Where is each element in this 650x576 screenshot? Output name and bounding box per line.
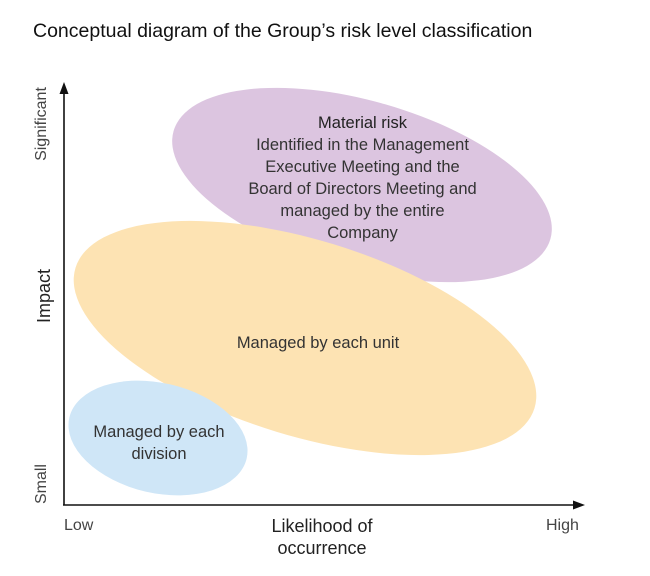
material-risk-line-4: managed by the entire — [280, 202, 445, 220]
division-risk-label: Managed by each division — [74, 421, 244, 465]
x-axis-arrowhead — [573, 500, 585, 510]
x-tick-high: High — [546, 517, 579, 534]
y-axis-label: Impact — [34, 268, 54, 324]
material-risk-label: Material risk Identified in the Manageme… — [225, 112, 500, 244]
y-axis-arrowhead — [59, 82, 69, 94]
material-risk-line-2: Executive Meeting and the — [265, 158, 460, 176]
x-axis-label: Likelihood of occurrence — [240, 515, 404, 559]
division-risk-ellipse — [68, 380, 248, 496]
diagram-title: Conceptual diagram of the Group’s risk l… — [33, 20, 533, 42]
division-risk-line-2: division — [131, 445, 187, 463]
x-axis-label-line-1: Likelihood of — [271, 516, 373, 536]
x-axis-label-line-2: occurrence — [277, 538, 367, 558]
material-risk-heading: Material risk — [318, 114, 407, 132]
y-tick-small: Small — [33, 464, 50, 505]
material-risk-line-1: Identified in the Management — [256, 136, 469, 154]
x-tick-low: Low — [64, 517, 94, 534]
division-risk-line-1: Managed by each — [93, 423, 225, 441]
material-risk-line-3: Board of Directors Meeting and — [248, 180, 477, 198]
unit-risk-label: Managed by each unit — [180, 332, 456, 354]
unit-risk-line-1: Managed by each unit — [236, 334, 400, 352]
y-tick-significant: Significant — [33, 87, 50, 161]
material-risk-line-5: Company — [327, 224, 398, 242]
